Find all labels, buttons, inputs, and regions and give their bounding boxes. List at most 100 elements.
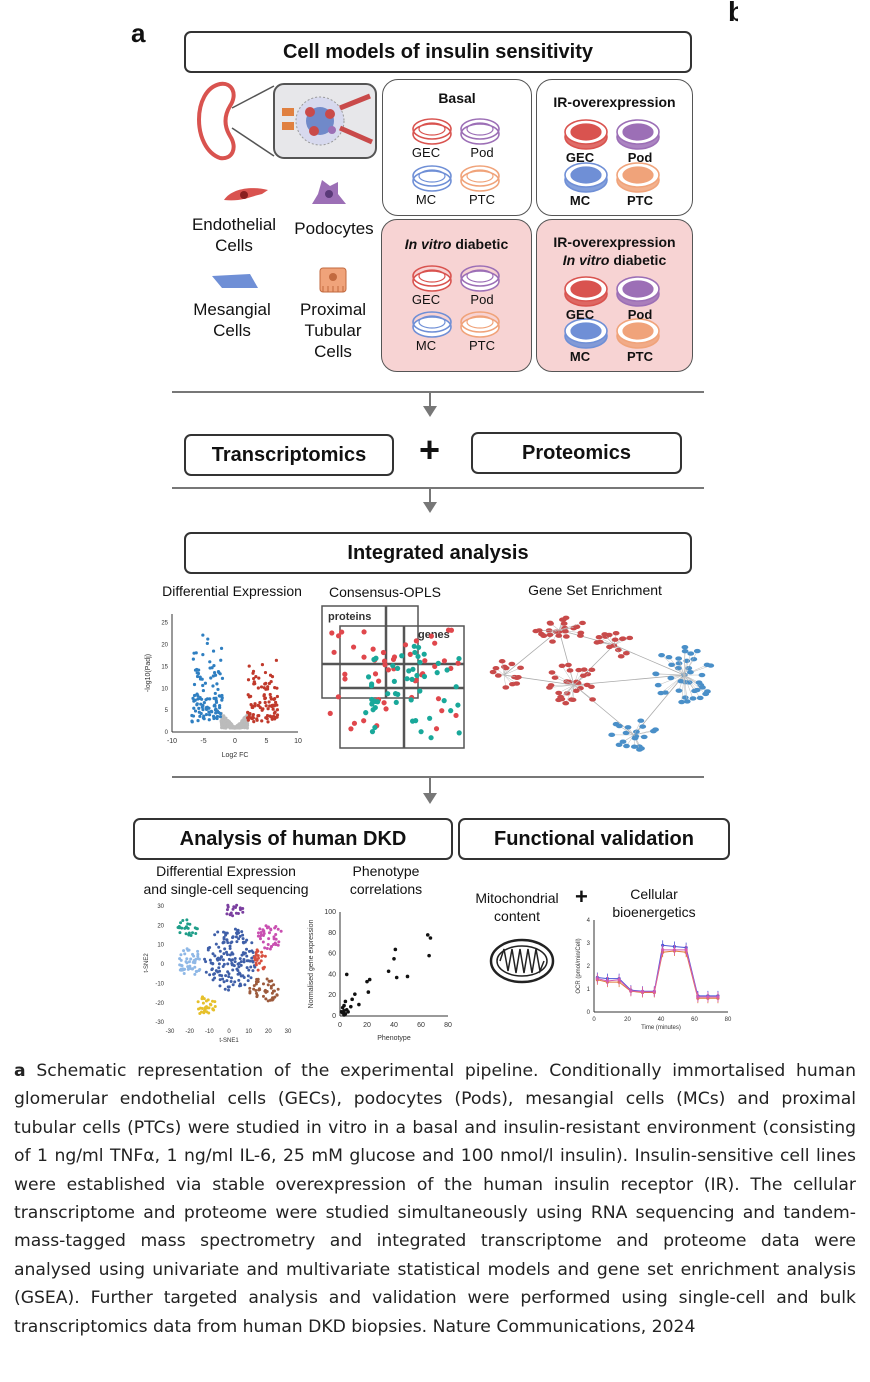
tsne-point xyxy=(225,950,229,954)
opls-point-gene xyxy=(455,702,461,708)
dish-base xyxy=(412,316,452,338)
opls-point-protein xyxy=(390,656,397,662)
tsne-point xyxy=(182,972,186,976)
opls-point-protein xyxy=(361,718,367,724)
ocr-y-tick: 3 xyxy=(587,941,591,947)
gsea-edge xyxy=(565,684,575,704)
volcano-y-tick: 20 xyxy=(161,643,168,649)
tsne-point xyxy=(180,964,184,968)
opls-point-protein xyxy=(428,633,434,639)
gsea-node xyxy=(595,634,603,640)
tsne-point xyxy=(196,954,200,958)
tsne-point xyxy=(254,991,258,995)
volcano-point-up xyxy=(265,714,270,718)
tsne-point xyxy=(239,963,243,967)
tsne-point xyxy=(204,970,208,974)
tsne-point xyxy=(221,958,225,962)
gsea-node xyxy=(517,665,524,671)
gsea-node xyxy=(640,734,648,740)
volcano-point-down xyxy=(195,674,200,679)
dish-label-ptc: PTC xyxy=(469,338,495,353)
volcano-point-up xyxy=(252,682,256,686)
pheno-y-tick: 0 xyxy=(332,1013,336,1020)
tsne-point xyxy=(198,968,202,972)
tsne-point xyxy=(271,989,275,993)
tsne-point xyxy=(185,918,189,922)
tsne-point xyxy=(242,957,246,961)
tsne-point xyxy=(233,956,237,960)
condition-title-basal: Basal xyxy=(438,90,476,106)
gsea-edge xyxy=(683,674,694,699)
diabetic-italic: In vitro xyxy=(404,236,452,252)
tsne-point xyxy=(178,957,182,961)
volcano-point-down xyxy=(196,719,200,723)
opls-point-gene xyxy=(394,665,401,671)
gsea-node xyxy=(695,680,703,685)
volcano-point-up xyxy=(275,713,280,717)
opls-point-protein xyxy=(432,640,438,646)
volcano-point-down xyxy=(213,704,217,708)
volcano-y-tick: 25 xyxy=(161,621,168,627)
volcano-point-down xyxy=(197,668,201,672)
volcano-point-down xyxy=(198,695,202,700)
tsne-point xyxy=(190,967,194,971)
volcano-point-down xyxy=(214,711,218,715)
opls-point-protein xyxy=(361,629,367,635)
tsne-point xyxy=(229,976,233,980)
opls-point-gene xyxy=(421,651,427,657)
condition-title-ir-diabetic-1: IR-overexpression xyxy=(553,234,676,250)
opls-point-protein xyxy=(455,660,461,666)
tsne-point xyxy=(272,983,276,987)
tsne-point xyxy=(249,965,253,969)
dish-cells xyxy=(466,269,494,283)
volcano-point-down xyxy=(207,718,211,722)
gsea-node xyxy=(639,724,647,729)
gsea-node xyxy=(667,675,675,681)
tsne-point xyxy=(179,968,183,972)
volcano-point-down xyxy=(191,714,196,718)
tsne-point xyxy=(196,957,200,961)
tsne-point xyxy=(231,907,235,911)
gsea-node xyxy=(502,685,510,690)
volcano-point-up xyxy=(252,720,256,724)
pheno-point xyxy=(428,936,433,940)
tsne-point xyxy=(240,930,244,934)
arrow-head-1 xyxy=(423,406,437,417)
volcano-point-up xyxy=(272,704,276,708)
volcano-point-down xyxy=(200,677,204,681)
tsne-point xyxy=(245,954,249,958)
gsea-node xyxy=(615,723,623,729)
gsea-node xyxy=(636,747,643,752)
volcano-point-up xyxy=(263,700,267,705)
dish-cells xyxy=(466,315,494,329)
gsea-node xyxy=(677,679,685,684)
gsea-node xyxy=(568,697,575,702)
volcano-point-down xyxy=(192,693,197,698)
gsea-edge xyxy=(549,684,575,688)
gsea-node xyxy=(546,632,554,637)
tsne-point xyxy=(254,988,258,992)
condition-panel-diabetic: In vitro diabetic xyxy=(381,219,532,372)
tsne-point xyxy=(261,994,265,998)
tsne-point xyxy=(236,928,240,932)
opls-point-protein xyxy=(435,696,442,702)
gsea-node xyxy=(566,668,574,673)
volcano-point-up xyxy=(260,662,265,667)
tsne-point xyxy=(248,959,252,963)
tsne-point xyxy=(230,958,234,962)
volcano-point-up xyxy=(258,700,262,705)
tsne-point xyxy=(235,932,239,936)
pheno-point xyxy=(353,992,357,996)
tsne-point xyxy=(178,931,182,935)
tsne-point xyxy=(266,999,270,1003)
dish-cells xyxy=(622,322,654,340)
tsne-point xyxy=(211,978,215,982)
volcano-point-down xyxy=(218,715,223,719)
tsne-x-tick: 10 xyxy=(245,1029,252,1035)
opls-point-gene xyxy=(372,724,378,731)
gsea-node xyxy=(547,621,554,626)
gsea-node xyxy=(624,725,632,730)
volcano-point-ns xyxy=(220,718,224,722)
caption-text: Schematic representation of the experime… xyxy=(14,1061,856,1337)
